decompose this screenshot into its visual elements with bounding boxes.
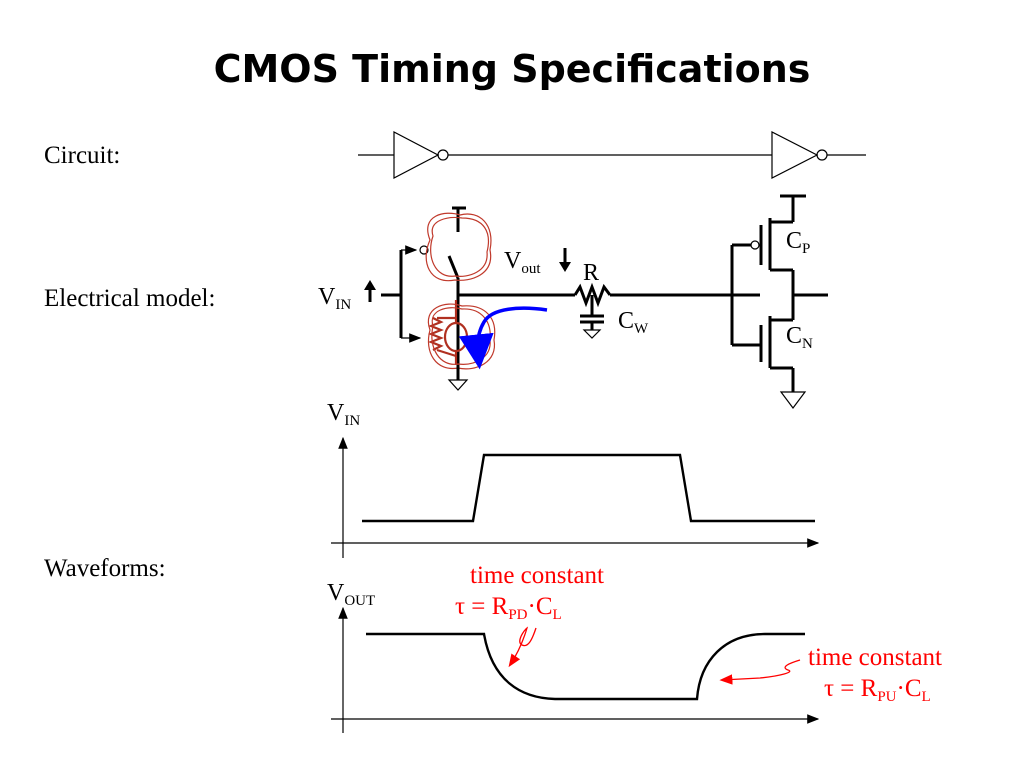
wire-capacitor xyxy=(580,295,604,339)
slide-title: CMOS Timing Specifications xyxy=(214,47,811,91)
ground-left xyxy=(447,365,469,391)
vin-waveform-plot: VIN xyxy=(327,400,820,558)
vout-trace xyxy=(366,632,805,701)
fall-annotation-arrow xyxy=(508,626,537,668)
rise-time-constant-annotation: time constant τ = RPU·CL xyxy=(719,644,942,705)
vout-down-arrow xyxy=(559,248,571,272)
circuit-diagram xyxy=(358,131,866,179)
vin-up-arrow xyxy=(364,280,376,302)
cw-label: CW xyxy=(618,308,649,337)
fall-time-constant-annotation: time constant τ = RPD·CL xyxy=(455,562,604,668)
cmos-inverter-right xyxy=(730,194,828,409)
circuit-label: Circuit: xyxy=(44,142,120,169)
vout-axis-label: VOUT xyxy=(327,580,375,609)
resistor-label: R xyxy=(583,260,599,286)
cp-label: CP xyxy=(786,228,810,257)
rise-annotation-line1: time constant xyxy=(808,644,942,671)
discharge-current-arrow xyxy=(458,306,548,370)
inverter-2 xyxy=(771,131,828,179)
rise-annotation-arrow xyxy=(719,659,801,685)
electrical-model-label: Electrical model: xyxy=(44,285,215,312)
vout-waveform-plot: VOUT xyxy=(327,580,820,733)
waveforms-label: Waveforms: xyxy=(44,555,166,582)
cn-label: CN xyxy=(786,323,813,352)
vout-label: Vout xyxy=(504,248,541,277)
vin-label: VIN xyxy=(318,284,351,313)
fall-annotation-line1: time constant xyxy=(470,562,604,589)
pullup-sketch xyxy=(425,212,492,282)
vin-trace xyxy=(362,453,815,523)
electrical-model: VIN xyxy=(318,194,828,409)
inverter-1 xyxy=(393,131,449,179)
resistor xyxy=(573,282,612,308)
fall-annotation-formula: τ = RPD·CL xyxy=(455,593,562,623)
vin-axis-label: VIN xyxy=(327,400,360,429)
pulldown-device xyxy=(428,300,469,365)
rise-annotation-formula: τ = RPU·CL xyxy=(824,675,931,705)
